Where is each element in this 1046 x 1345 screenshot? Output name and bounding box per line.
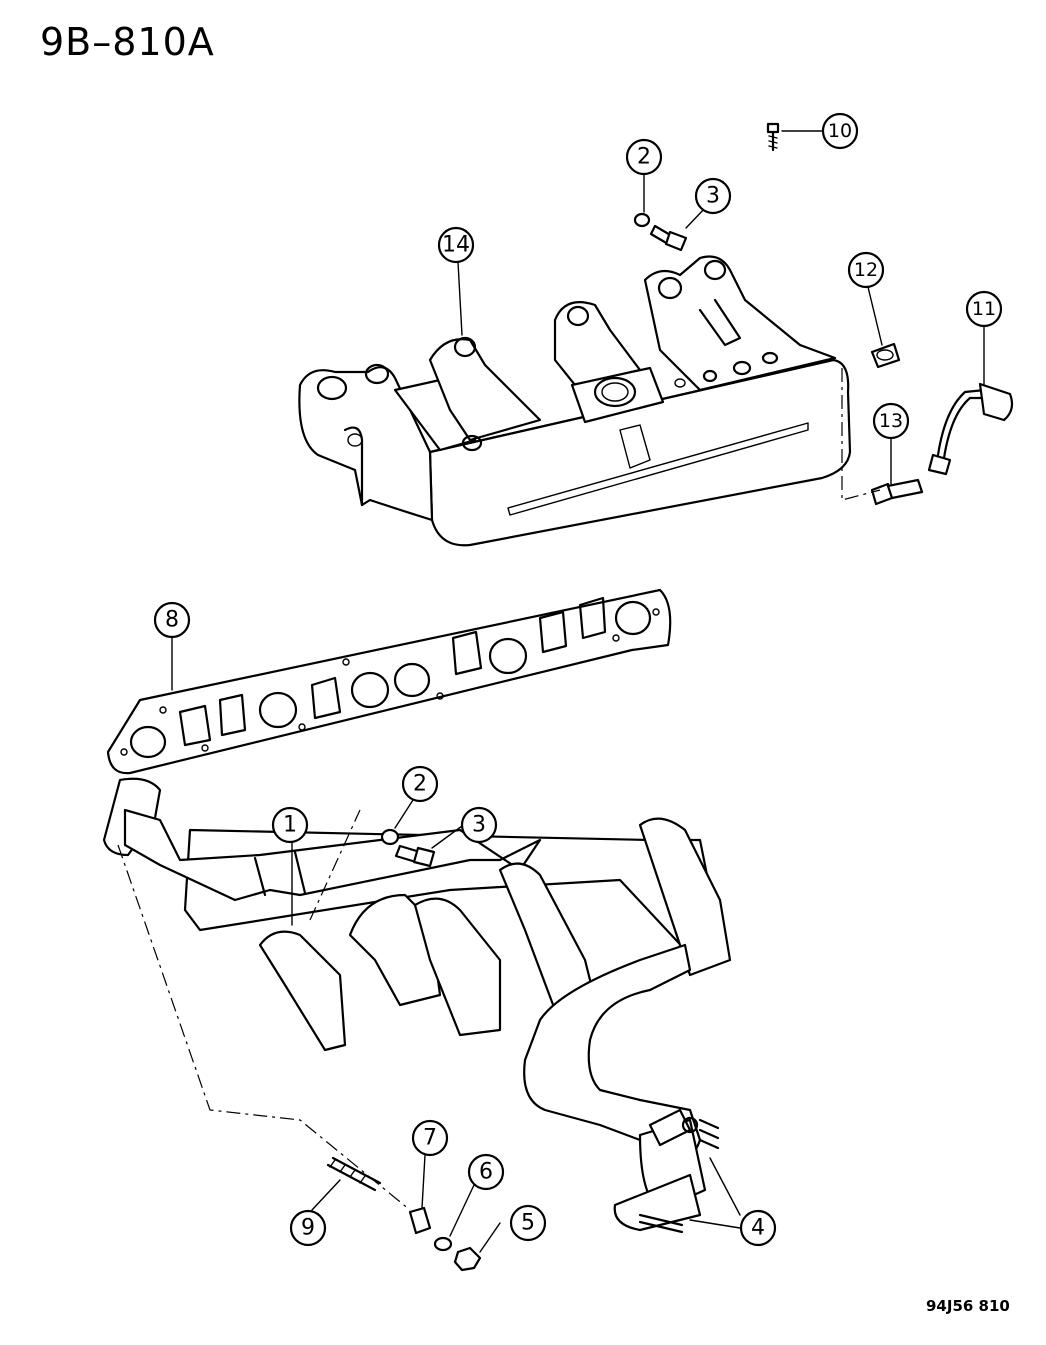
svg-text:10: 10 [828,120,852,142]
svg-text:14: 14 [442,233,470,258]
svg-text:7: 7 [423,1126,437,1151]
fitting-13 [870,478,924,506]
svg-text:8: 8 [165,608,179,633]
callout-2-upper: 2 [625,138,663,176]
callout-2-lower: 2 [401,765,439,803]
callout-1: 1 [271,806,309,844]
figure-code: 94J56 810 [926,1297,1010,1315]
svg-text:11: 11 [972,298,996,320]
callout-14: 14 [437,226,475,264]
intake-manifold [298,255,852,547]
callout-4: 4 [739,1209,777,1247]
callout-11: 11 [965,290,1003,328]
bolt-upper [649,224,688,252]
plug-12 [870,342,901,369]
svg-text:1: 1 [283,813,297,838]
oxygen-sensor-11 [927,382,1014,476]
nut-5 [453,1246,482,1272]
spacer-7 [408,1206,432,1235]
svg-text:2: 2 [637,145,651,170]
svg-text:9: 9 [301,1216,315,1241]
bolt-10 [766,122,780,152]
nut-lower [380,828,400,846]
diagram-title: 9B–810A [40,20,215,64]
svg-text:12: 12 [854,259,878,281]
callout-8: 8 [153,601,191,639]
nut-upper [633,212,651,228]
svg-text:3: 3 [706,184,720,209]
callout-12: 12 [847,251,885,289]
svg-text:5: 5 [521,1211,535,1236]
svg-text:3: 3 [472,813,486,838]
svg-text:6: 6 [479,1160,493,1185]
callout-10: 10 [821,112,859,150]
svg-text:13: 13 [879,410,903,432]
svg-text:2: 2 [413,772,427,797]
callout-5: 5 [509,1204,547,1242]
callout-6: 6 [467,1153,505,1191]
callout-13: 13 [872,402,910,440]
callout-7: 7 [411,1119,449,1157]
washer-6 [433,1236,453,1252]
bolt-lower [394,844,436,868]
exhaust-manifold [102,777,732,1234]
callout-9: 9 [289,1209,327,1247]
callout-3-upper: 3 [694,177,732,215]
svg-text:4: 4 [751,1216,765,1241]
callout-3-lower: 3 [460,806,498,844]
exhaust-gasket [106,588,672,775]
